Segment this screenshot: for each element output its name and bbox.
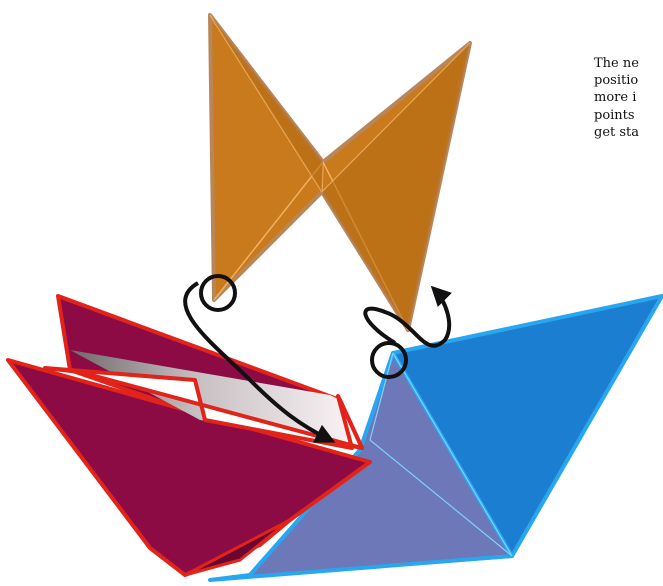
caption-line: more i xyxy=(594,89,663,106)
caption-line: positio xyxy=(594,72,663,89)
brown-bowtie-shape xyxy=(210,15,470,330)
caption-line: The ne xyxy=(594,55,663,72)
caption-line: points xyxy=(594,107,663,124)
caption-text: The ne positio more i points get sta xyxy=(594,55,663,141)
caption-line: get sta xyxy=(594,124,663,141)
